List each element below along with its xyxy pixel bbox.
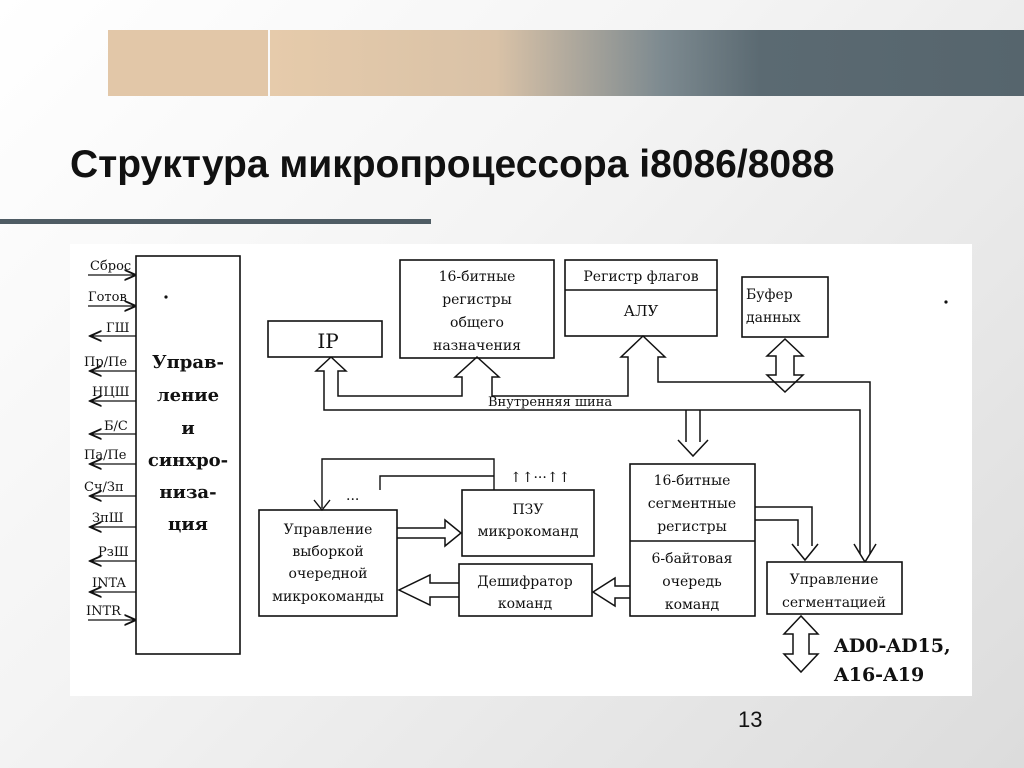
segmentation-line-1: Управление [790,572,879,588]
control-line-2: ление [157,385,219,406]
gp-line-1: 16-битные [439,269,516,285]
signal-label-nc: НЦШ [92,385,130,400]
gp-line-2: регистры [442,292,512,308]
diagram-canvas: Сброс Готов ГШ Пр/Пе НЦШ Б/С Па/Пе Сч/Зп… [84,255,951,686]
select-line-2: выборкой [292,544,363,560]
segmentation-line-2: сегментацией [782,595,886,611]
control-line-5: низа- [159,482,216,503]
select-line-1: Управление [284,522,373,538]
control-sync-block: Управ- ление и синхро- низа- ция [135,255,241,655]
buffer-line-1: Буфер [746,287,793,303]
signal-label-intr: INTR [86,604,122,619]
flags-register-label: Регистр флагов [583,269,698,285]
queue-line-3: команд [665,597,720,613]
signal-label-ready: Готов [88,290,127,305]
header-band-tan [108,30,268,96]
ip-register-block: IP [267,320,383,358]
internal-bus-label: Внутренняя шина [488,395,612,410]
signal-label-zpsh: ЗпШ [92,511,124,526]
queue-line-2: очередь [662,574,722,590]
queue-to-decoder-arrow [591,576,630,608]
buffer-line-2: данных [746,310,801,326]
rom-loop-dots: ... [346,488,359,504]
segment-queue-block: 16-битные сегментные регистры 6-байтовая… [629,463,756,617]
address-bus-line-2: A16-A19 [833,664,924,686]
gp-registers-block: 16-битные регистры общего назначения [399,259,555,359]
select-line-3: очередной [289,566,368,582]
queue-line-1: 6-байтовая [652,551,733,567]
segment-to-segmentation-arrow [755,506,819,562]
signal-label-reset: Сброс [90,259,131,274]
signal-labels: Сброс Готов ГШ Пр/Пе НЦШ Б/С Па/Пе Сч/Зп… [84,259,131,619]
signal-label-gsh: ГШ [106,321,130,336]
select-to-rom-arrow [397,518,463,548]
rom-line-1: ПЗУ [512,502,543,518]
microcode-rom-block: ПЗУ микрокоманд [461,489,595,557]
gp-line-4: назначения [433,338,521,354]
rom-feedback-loop [313,458,495,512]
signal-arrows [88,275,136,620]
decoder-block: Дешифратор команд [458,563,593,617]
segment-line-3: регистры [657,519,727,535]
header-band-gradient [270,30,1024,96]
rom-line-2: микрокоманд [478,524,579,540]
decoder-line-2: команд [498,596,553,612]
title-underline [0,219,431,224]
control-line-3: и [181,418,194,439]
buffer-bus-arrow [765,337,805,394]
ip-label: IP [317,329,338,353]
signal-label-inta: INTA [92,576,126,591]
segment-line-1: 16-битные [654,473,731,489]
slide-number: 13 [738,707,763,732]
control-line-4: синхро- [148,450,228,471]
microcmd-select-block: Управление выборкой очередной микрокоман… [258,509,398,617]
address-bus-arrow [782,614,820,674]
signal-label-pa-pe: Па/Пе [84,448,127,463]
cpu-structure-diagram: Сброс Готов ГШ Пр/Пе НЦШ Б/С Па/Пе Сч/Зп… [70,244,972,696]
signal-label-rzsh: РзШ [98,545,129,560]
segment-line-2: сегментные [648,496,736,512]
control-line-1: Управ- [152,352,224,373]
internal-bus [314,334,877,564]
data-buffer-block: Буфер данных [741,276,829,338]
signal-label-rd-wr: Сч/Зп [84,480,124,495]
signal-label-bs: Б/С [104,419,128,434]
gp-line-3: общего [450,315,504,331]
address-bus-line-1: AD0-AD15, [833,635,951,657]
select-line-4: микрокоманды [272,589,384,605]
decoder-to-select-arrow [397,573,459,607]
flags-alu-block: Регистр флагов АЛУ [564,259,718,337]
slide-title: Структура микропроцессора i8086/8088 [70,143,835,186]
segmentation-block: Управление сегментацией [766,561,903,615]
alu-label: АЛУ [624,302,659,320]
control-line-6: ция [168,514,208,535]
decoder-line-1: Дешифратор [477,574,572,590]
rom-output-arrows: ↑↑···↑↑ [510,470,570,486]
signal-label-pr-pe: Пр/Пе [84,355,127,370]
